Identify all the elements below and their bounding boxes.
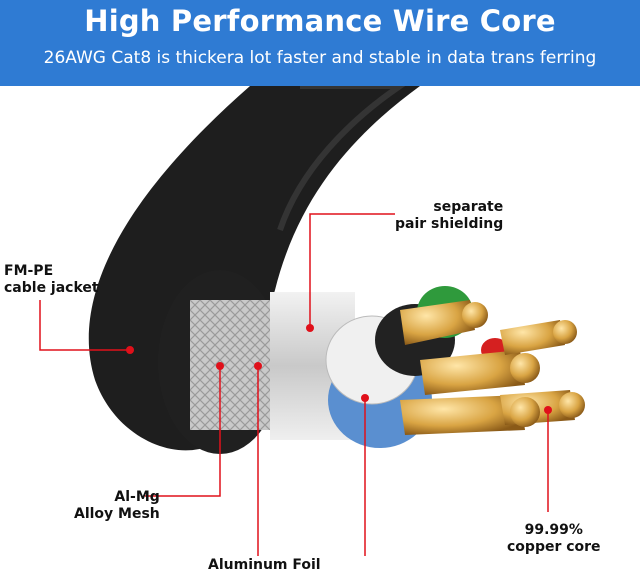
header-banner: High Performance Wire Core 26AWG Cat8 is… — [0, 0, 640, 86]
copper-strands — [400, 300, 585, 435]
leader-dots — [126, 324, 552, 414]
label-cable-jacket: FM-PE cable jacket — [4, 263, 99, 296]
leader-lines — [39, 213, 549, 556]
page-title: High Performance Wire Core — [84, 4, 556, 38]
label-alloy-mesh: Al-Mg Alloy Mesh — [74, 489, 160, 522]
label-aluminum-foil: Aluminum Foil — [208, 557, 321, 573]
page-subtitle: 26AWG Cat8 is thickera lot faster and st… — [43, 48, 597, 68]
label-copper-core: 99.99% copper core — [507, 522, 601, 555]
label-pair-shielding: separate pair shielding — [395, 199, 504, 232]
cable-cross-section-illustration — [39, 86, 585, 556]
